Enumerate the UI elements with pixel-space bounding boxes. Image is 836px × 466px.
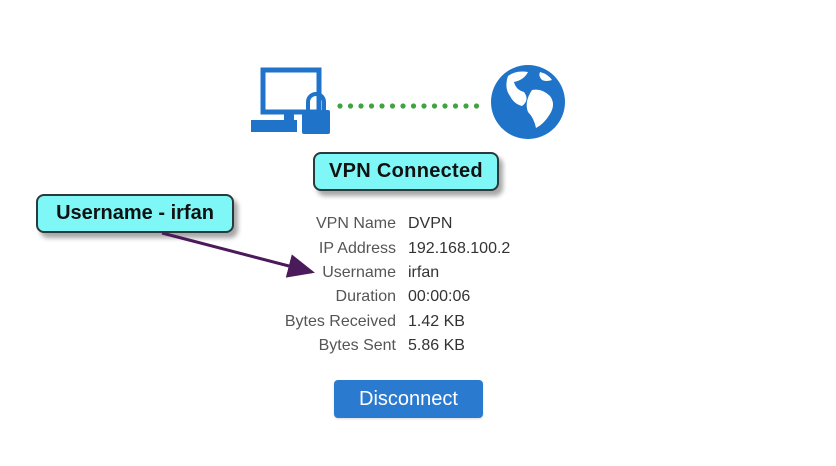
connection-dot [431, 103, 438, 109]
connection-dot [379, 103, 385, 109]
detail-row: VPN Name DVPN [230, 212, 610, 236]
globe-icon [491, 65, 565, 139]
connection-dot [452, 103, 459, 109]
connection-dot [337, 103, 343, 109]
detail-value: 5.86 KB [408, 337, 465, 355]
detail-row: Bytes Sent 5.86 KB [230, 334, 610, 358]
connection-dot [389, 103, 396, 109]
detail-value: 00:00:06 [408, 288, 471, 306]
detail-label: Duration [335, 288, 396, 306]
detail-row: Username irfan [230, 261, 610, 285]
detail-value: irfan [408, 263, 440, 281]
detail-label: Bytes Received [284, 312, 396, 330]
connection-dot [410, 103, 417, 109]
detail-label: Bytes Sent [318, 337, 396, 355]
connection-dot [473, 103, 480, 109]
connection-graphic [251, 65, 565, 139]
detail-row: Bytes Received 1.42 KB [230, 310, 610, 334]
connection-dot [400, 103, 406, 109]
username-annotation-callout: Username - irfan [36, 194, 234, 233]
connection-dot [358, 103, 364, 109]
detail-label: VPN Name [315, 215, 396, 233]
connection-dot [463, 103, 469, 109]
detail-value: DVPN [408, 215, 453, 233]
connection-dot [421, 103, 427, 109]
detail-value: 1.42 KB [408, 312, 465, 330]
disconnect-button[interactable]: Disconnect [334, 380, 483, 418]
connection-dot [442, 103, 448, 109]
detail-row: IP Address 192.168.100.2 [230, 236, 610, 260]
detail-value: 192.168.100.2 [408, 239, 511, 257]
detail-label: Username [322, 263, 396, 281]
detail-row: Duration 00:00:06 [230, 285, 610, 309]
connection-dots [337, 103, 480, 109]
vpn-connected-callout: VPN Connected [313, 152, 499, 191]
connection-dot [347, 103, 354, 109]
detail-label: IP Address [318, 239, 396, 257]
connection-dot [368, 103, 375, 109]
computer-lock-icon [251, 67, 330, 134]
